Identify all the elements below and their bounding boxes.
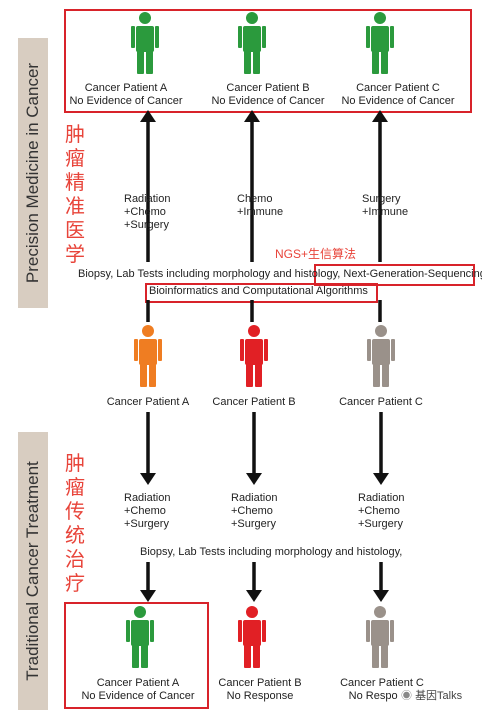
precision-tests-line1: Biopsy, Lab Tests including morphology a…	[78, 268, 482, 281]
middle-patient-b-label: Cancer Patient B	[212, 396, 296, 408]
bottom-patient-b-label: Cancer Patient B No Response	[218, 677, 301, 703]
traditional-treatment-c: Radiation +Chemo +Surgery	[358, 492, 404, 531]
bioinformatics-highlight	[145, 283, 378, 303]
wechat-icon: ◉	[401, 690, 412, 702]
treatment-line: Radiation	[124, 193, 171, 205]
middle-patient-a-label: Cancer Patient A	[106, 396, 190, 408]
traditional-treatment-a: Radiation +Chemo +Surgery	[124, 492, 170, 531]
precision-arrow-b-upper-head	[244, 110, 260, 122]
treatment-line: Radiation	[231, 492, 278, 504]
treatment-line: +Chemo	[358, 505, 400, 517]
precision-arrow-c-upper-head	[372, 110, 388, 122]
zh-traditional-label: 肿瘤传统治疗	[65, 453, 85, 595]
bottom-patient-b-figure	[238, 606, 266, 668]
traditional-arrow-b-upper-head	[246, 473, 262, 485]
precision-treatment-b: Chemo +Immune	[237, 193, 283, 219]
bottom-outcome-highlight	[64, 602, 209, 709]
traditional-tests: Biopsy, Lab Tests including morphology a…	[140, 546, 403, 558]
treatment-line: Radiation	[124, 492, 171, 504]
top-patient-a-label: Cancer Patient A No Evidence of Cancer	[69, 82, 182, 108]
treatment-line: +Immune	[237, 206, 284, 218]
traditional-arrow-c-upper-head	[373, 473, 389, 485]
top-patient-c-label: Cancer Patient C No Evidence of Cancer	[341, 82, 454, 108]
top-patient-c-figure	[366, 12, 394, 74]
patient-name: Cancer Patient A	[84, 82, 168, 94]
ngs-highlight	[314, 264, 475, 286]
middle-patient-c-label: Cancer Patient C	[339, 396, 423, 408]
precision-treatment-c: Surgery +Immune	[362, 193, 408, 219]
treatment-line: +Surgery	[358, 518, 403, 530]
zh-precision-label: 肿瘤精准医学	[65, 124, 85, 266]
middle-patient-a-figure	[134, 325, 162, 387]
treatment-line: Chemo	[237, 193, 273, 205]
top-outcome-highlight	[64, 9, 472, 113]
traditional-arrow-b-lower-head	[246, 590, 262, 602]
patient-status: No Evidence of Cancer	[81, 690, 195, 702]
patient-name: Cancer Patient B	[218, 677, 302, 689]
traditional-arrow-a-upper-head	[140, 473, 156, 485]
top-patient-b-label: Cancer Patient B No Evidence of Cancer	[211, 82, 324, 108]
patient-name: Cancer Patient B	[226, 82, 310, 94]
treatment-line: +Immune	[362, 206, 409, 218]
top-patient-a-figure	[131, 12, 159, 74]
treatment-line: +Surgery	[124, 219, 169, 231]
treatment-line: +Chemo	[124, 206, 166, 218]
traditional-treatment-b: Radiation +Chemo +Surgery	[231, 492, 277, 531]
traditional-band	[18, 432, 48, 710]
patient-name: Cancer Patient A	[96, 677, 180, 689]
bottom-patient-c-figure	[366, 606, 394, 668]
precision-arrow-a-upper-head	[140, 110, 156, 122]
ngs-text: Next-Generation-Sequencing,	[343, 268, 482, 280]
precision-treatment-a: Radiation +Chemo +Surgery	[124, 193, 170, 232]
treatment-line: +Surgery	[231, 518, 276, 530]
treatment-line: +Chemo	[231, 505, 273, 517]
tests-text: Biopsy, Lab Tests including morphology a…	[78, 268, 344, 280]
patient-status: No Evidence of Cancer	[69, 95, 183, 107]
middle-patient-c-figure	[367, 325, 395, 387]
bottom-patient-a-label: Cancer Patient A No Evidence of Cancer	[81, 677, 194, 703]
traditional-arrow-c-lower-head	[373, 590, 389, 602]
watermark-text: 基因Talks	[415, 690, 463, 702]
precision-tests-line2: Bioinformatics and Computational Algorit…	[149, 285, 368, 297]
top-patient-b-figure	[238, 12, 266, 74]
patient-status: No Response	[226, 690, 294, 702]
watermark: ◉ 基因Talks	[398, 686, 466, 704]
bottom-patient-a-figure	[126, 606, 154, 668]
ngs-annotation: NGS+生信算法	[275, 247, 357, 261]
precision-band	[18, 38, 48, 308]
patient-status: No Evidence of Cancer	[211, 95, 325, 107]
middle-patient-b-figure	[240, 325, 268, 387]
patient-status: No Evidence of Cancer	[341, 95, 455, 107]
treatment-line: +Chemo	[124, 505, 166, 517]
traditional-arrow-a-lower-head	[140, 590, 156, 602]
treatment-line: Surgery	[362, 193, 401, 205]
treatment-line: +Surgery	[124, 518, 169, 530]
patient-name: Cancer Patient C	[356, 82, 440, 94]
treatment-line: Radiation	[358, 492, 405, 504]
